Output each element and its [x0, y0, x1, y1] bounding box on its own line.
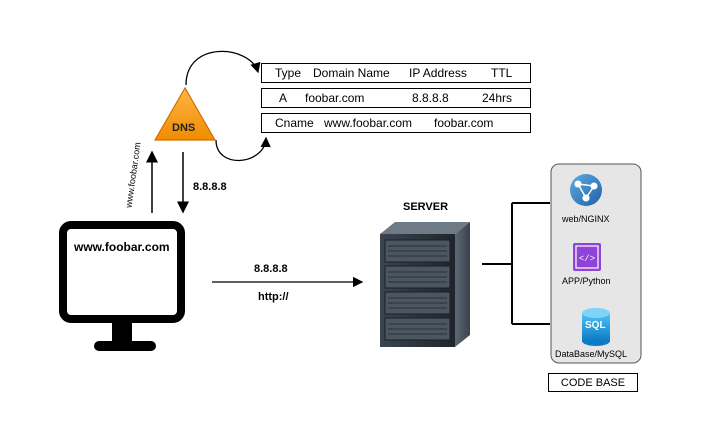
record-cname-type: Cname	[275, 116, 314, 130]
header-ip: IP Address	[409, 66, 467, 80]
request-protocol-label: http://	[258, 291, 289, 303]
dns-record-a: A foobar.com 8.8.8.8 24hrs	[261, 88, 531, 108]
record-cname-domain: www.foobar.com	[324, 116, 413, 130]
database-mysql-label: DataBase/MySQL	[555, 349, 628, 359]
server-rack-icon	[380, 222, 470, 347]
record-a-ttl: 24hrs	[482, 91, 513, 105]
record-a-type: A	[279, 91, 288, 105]
browser-url: www.foobar.com	[74, 240, 170, 254]
dns-to-cname-connector	[215, 136, 271, 162]
header-type: Type	[275, 66, 302, 80]
client-monitor-icon	[59, 221, 185, 351]
sql-badge: SQL	[585, 320, 606, 331]
app-python-label: APP/Python	[562, 276, 611, 286]
codebase-title-box: CODE BASE	[548, 373, 638, 392]
web-globe-icon	[570, 174, 602, 206]
app-code-icon: </>	[573, 243, 601, 271]
sql-database-icon	[582, 308, 610, 346]
svg-text:</>: </>	[579, 254, 595, 264]
web-nginx-label: web/NGINX	[562, 214, 610, 224]
record-a-domain: foobar.com	[305, 91, 365, 105]
dns-triangle	[153, 86, 217, 141]
header-ttl: TTL	[491, 66, 513, 80]
request-ip-label: 8.8.8.8	[254, 263, 288, 275]
dns-to-header-connector	[185, 50, 261, 86]
dns-record-cname: Cname www.foobar.com foobar.com	[261, 113, 531, 133]
dns-records-header: Type Domain Name IP Address TTL	[261, 63, 531, 83]
header-domain: Domain Name	[313, 66, 390, 80]
codebase-title: CODE BASE	[560, 376, 626, 389]
server-label: SERVER	[403, 201, 449, 213]
record-cname-target: foobar.com	[434, 116, 494, 130]
server-codebase-bracket	[482, 202, 550, 325]
response-ip-label: 8.8.8.8	[193, 181, 227, 193]
dns-label: DNS	[172, 122, 196, 134]
record-a-ip: 8.8.8.8	[412, 91, 449, 105]
